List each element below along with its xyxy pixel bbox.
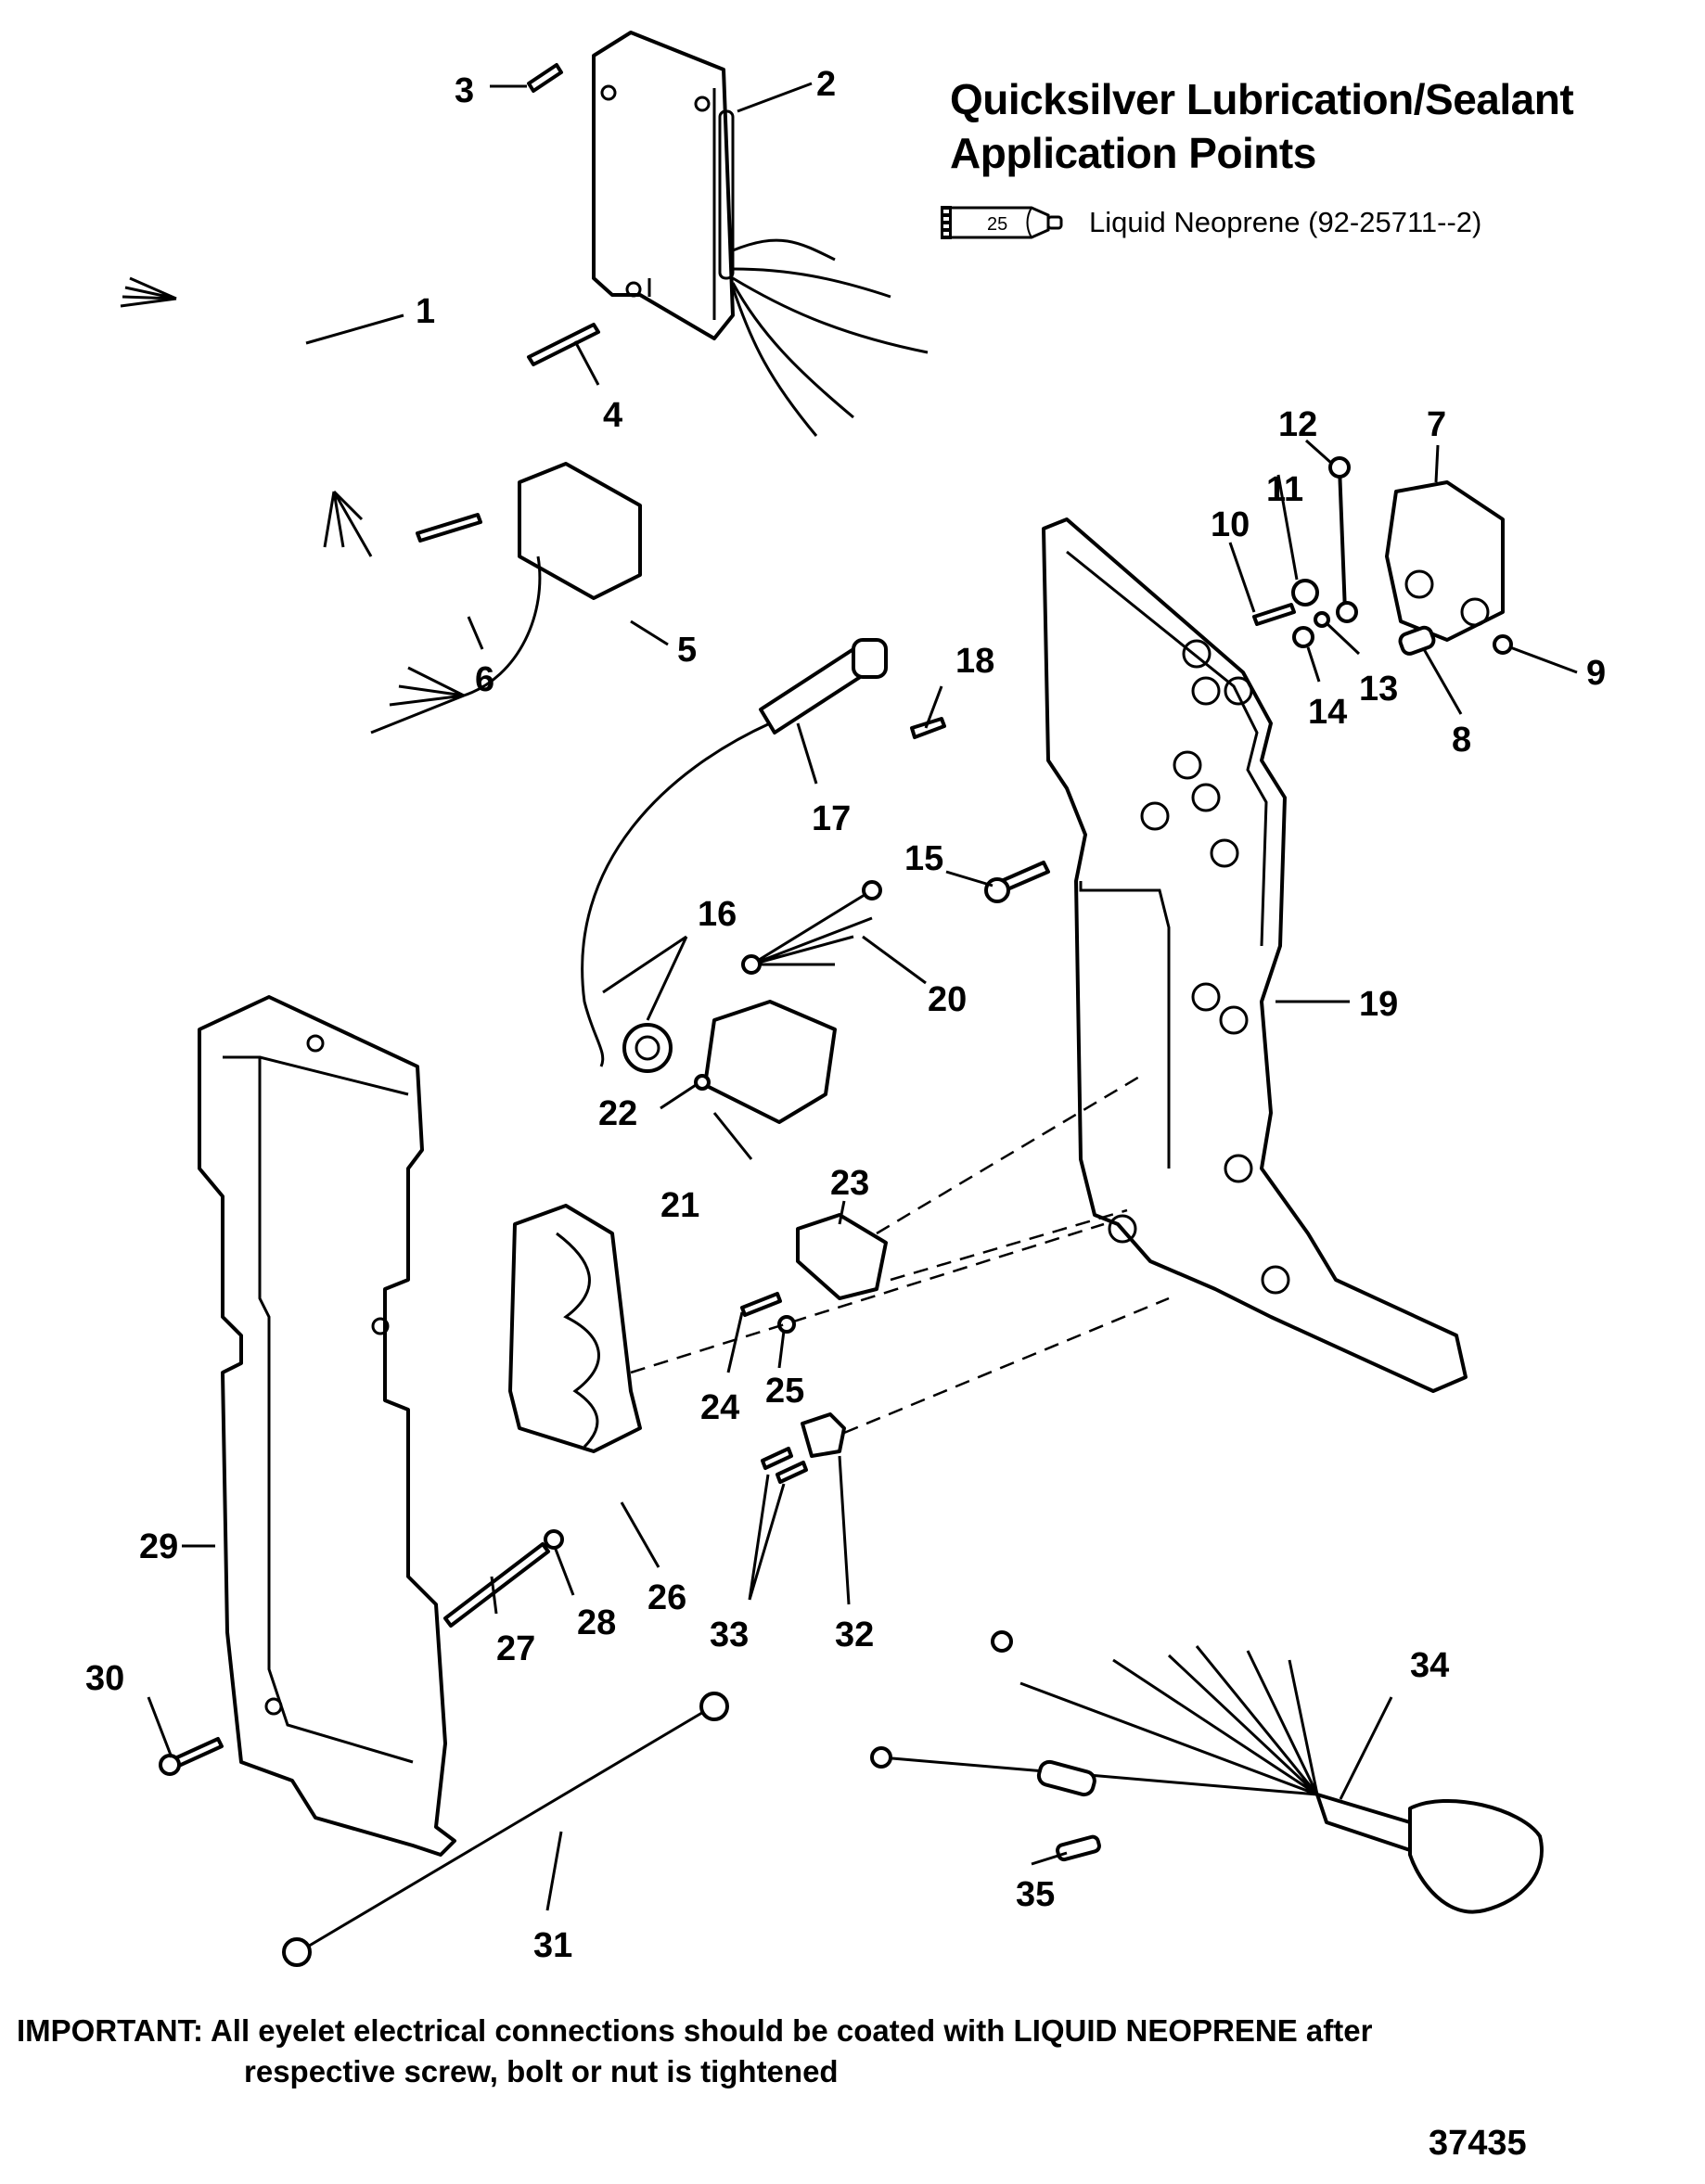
alignment-line — [843, 1296, 1170, 1435]
callout-28: 28 — [577, 1603, 616, 1642]
part-6-screw — [416, 513, 482, 543]
part-15-bolt — [984, 861, 1050, 903]
callout-13: 13 — [1359, 670, 1398, 709]
leader-lines — [147, 82, 1578, 1911]
part-16-grommet — [622, 1023, 673, 1073]
part-10-bolt — [1252, 603, 1296, 626]
callout-11: 11 — [1266, 470, 1303, 509]
part-5-rectifier — [370, 462, 642, 734]
page-title: Quicksilver Lubrication/Sealant Applicat… — [950, 72, 1574, 180]
alignment-line — [630, 1222, 1105, 1374]
callout-18: 18 — [955, 642, 994, 681]
figure-number: 37435 — [1429, 2124, 1527, 2163]
callout-29: 29 — [139, 1527, 178, 1566]
callout-20: 20 — [928, 980, 967, 1019]
callout-34: 34 — [1410, 1646, 1449, 1685]
part-23-module — [796, 1213, 888, 1300]
part-8-bushing — [1398, 625, 1436, 656]
callout-9: 9 — [1586, 654, 1606, 693]
callout-16: 16 — [698, 895, 737, 934]
note-line-2: respective screw, bolt or nut is tighten… — [244, 2054, 839, 2088]
part-1-harness — [120, 276, 373, 557]
part-22-screw — [694, 1074, 711, 1091]
sealant-tube-icon: 25 — [939, 202, 1069, 243]
part-9-nut — [1493, 634, 1513, 655]
part-18-sensor — [910, 717, 946, 739]
part-32-clip — [801, 1412, 846, 1458]
part-3-screw — [527, 63, 563, 93]
callout-12: 12 — [1278, 405, 1317, 444]
callout-7: 7 — [1427, 405, 1446, 444]
part-34-harness — [870, 1630, 1544, 1914]
sealant-legend: 25 Liquid Neoprene (92-25711--2) — [939, 200, 1481, 245]
alignment-line — [876, 1074, 1142, 1235]
part-14-nut — [1292, 626, 1314, 648]
part-24-screw — [740, 1292, 782, 1317]
part-12-strap — [1328, 456, 1358, 623]
callout-8: 8 — [1452, 721, 1471, 760]
title-line-2: Application Points — [950, 129, 1316, 177]
callout-6: 6 — [475, 660, 494, 699]
callout-5: 5 — [677, 631, 697, 670]
callout-30: 30 — [85, 1659, 124, 1698]
part-19-electrical-plate — [1042, 517, 1468, 1393]
callout-2: 2 — [816, 65, 836, 104]
part-27-bolt — [443, 1542, 550, 1628]
part-31-cable — [282, 1692, 729, 1967]
part-2-switch-box — [592, 31, 929, 437]
callout-23: 23 — [830, 1164, 869, 1203]
part-21-regulator — [703, 1000, 837, 1124]
callout-19: 19 — [1359, 985, 1398, 1024]
part-30-screw — [159, 1737, 224, 1776]
part-20-harness — [741, 880, 882, 975]
alignment-line — [890, 1208, 1128, 1282]
callout-25: 25 — [765, 1372, 804, 1411]
callout-32: 32 — [835, 1616, 874, 1654]
callout-31: 31 — [533, 1926, 572, 1965]
part-28-washer — [544, 1529, 564, 1550]
part-7-solenoid — [1385, 480, 1505, 642]
part-26-coil-pack — [508, 1204, 642, 1453]
legend-description: Liquid Neoprene (92-25711--2) — [1089, 206, 1482, 238]
note-line-1: IMPORTANT: All eyelet electrical connect… — [17, 2013, 1373, 2048]
callout-3: 3 — [455, 71, 474, 110]
callout-10: 10 — [1211, 505, 1250, 544]
callout-27: 27 — [496, 1629, 535, 1668]
title-line-1: Quicksilver Lubrication/Sealant — [950, 75, 1574, 123]
callout-35: 35 — [1016, 1875, 1055, 1914]
callout-1: 1 — [416, 292, 435, 331]
callout-24: 24 — [700, 1388, 739, 1427]
callout-17: 17 — [812, 799, 851, 838]
callout-15: 15 — [904, 839, 943, 878]
callout-22: 22 — [598, 1094, 637, 1133]
part-11-washer — [1291, 579, 1319, 607]
part-13-lockwasher — [1314, 611, 1330, 628]
part-35-fuse — [1056, 1834, 1101, 1862]
part-4-bolt — [527, 323, 600, 366]
part-25-nut — [777, 1315, 796, 1334]
part-17-lead — [581, 638, 888, 1067]
callout-33: 33 — [710, 1616, 749, 1654]
callout-26: 26 — [647, 1578, 686, 1617]
callout-21: 21 — [660, 1186, 699, 1225]
tube-number: 25 — [987, 214, 1007, 235]
callout-14: 14 — [1308, 693, 1347, 732]
important-note: IMPORTANT: All eyelet electrical connect… — [17, 2011, 1372, 2092]
part-29-cover — [198, 995, 456, 1857]
callout-4: 4 — [603, 396, 622, 435]
part-33-screws — [761, 1447, 808, 1484]
